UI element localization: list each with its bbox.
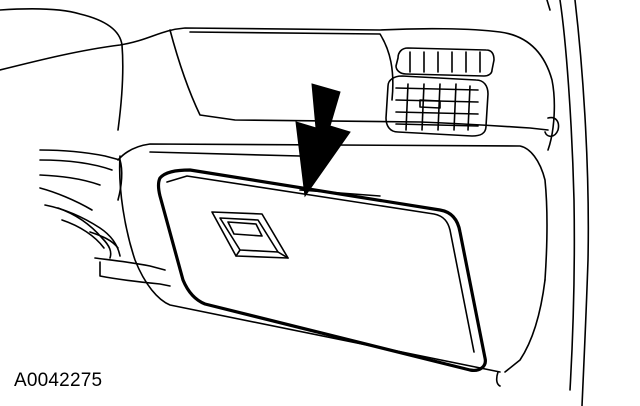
air-vent-upper xyxy=(395,47,495,77)
dashboard-upper xyxy=(0,27,560,151)
air-vent-lower xyxy=(385,75,489,137)
door-pillar xyxy=(546,0,590,406)
down-arrow-indicator xyxy=(295,83,351,198)
glove-box-door xyxy=(156,168,487,372)
glove-box-latch xyxy=(211,211,289,259)
steering-column-area xyxy=(0,8,171,287)
figure-reference-code: A0042275 xyxy=(14,370,103,391)
lower-dash-panel xyxy=(117,143,548,387)
opening-edge xyxy=(149,151,381,197)
